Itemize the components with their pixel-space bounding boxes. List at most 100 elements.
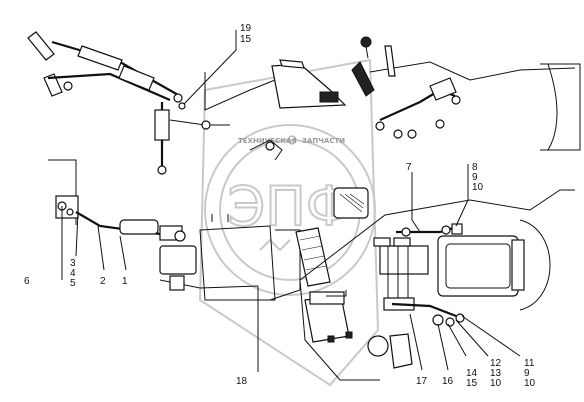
valve-housing	[379, 245, 429, 275]
rod-joint	[173, 93, 183, 103]
callout-10-bottom: 10	[524, 378, 536, 389]
callout-17: 17	[416, 376, 428, 387]
valve-cap-b	[393, 237, 411, 247]
valve-cap-a	[373, 237, 391, 247]
leader-16	[437, 323, 449, 371]
callout-8: 8	[472, 162, 478, 173]
callout-10-top: 10	[472, 182, 484, 193]
rod-cylinder	[118, 65, 155, 91]
callout-9-top: 9	[472, 172, 478, 183]
seat-top	[309, 291, 345, 305]
lever-blade	[384, 45, 396, 77]
leader-14-15	[447, 323, 467, 357]
callout-7: 7	[406, 162, 412, 173]
main-chamber-inner	[445, 243, 511, 289]
linkage-pin-d	[435, 119, 445, 129]
watermark-dot-icon	[287, 135, 297, 145]
link-bottom-pin	[157, 165, 167, 175]
brake-pedal-ribs	[339, 193, 365, 213]
watermark: ЭПФ ТЕХНИЧЕСКАЯ ЗАПЧАСТИ	[198, 58, 380, 387]
cover-bracket	[389, 333, 413, 369]
callout-2: 2	[100, 276, 106, 287]
accelerator-pedal	[295, 227, 331, 287]
round-cover	[367, 335, 389, 357]
callout-19: 19	[240, 23, 252, 34]
seat-bolt-a	[327, 335, 335, 343]
center-control-block	[299, 189, 575, 381]
lever-grip	[43, 73, 63, 97]
callout-15-top: 15	[240, 34, 252, 45]
leader-17	[409, 313, 423, 371]
callout-16: 16	[442, 376, 454, 387]
callout-labels: 19 15 7 8 9 10 6 3 4 5 2 1 18 17 16 14 1…	[24, 23, 536, 389]
servo-unit	[159, 245, 197, 275]
left-pedal-assembly	[48, 139, 369, 301]
bottom-pipe	[391, 302, 457, 318]
lever-knob	[63, 81, 73, 91]
seat-bolt-b	[345, 331, 353, 339]
master-cylinder	[119, 219, 159, 235]
callout-1: 1	[122, 276, 128, 287]
callout-4: 4	[70, 268, 76, 279]
pedal-ribs	[299, 235, 327, 271]
fitting-c	[451, 223, 463, 235]
pedal-pad	[319, 91, 339, 103]
gear-stick	[365, 46, 369, 59]
link-mount	[169, 275, 185, 291]
cab-curve	[547, 63, 558, 151]
gear-knob-icon	[360, 36, 372, 48]
rod-sleeve	[77, 45, 123, 71]
callout-6: 6	[24, 276, 30, 287]
bracket-arm	[169, 119, 230, 126]
lower-rod	[47, 72, 171, 102]
fitting-b	[441, 225, 451, 235]
floor-frame	[199, 225, 276, 301]
pivot-bolt-b	[66, 208, 74, 216]
frame-studs	[211, 214, 229, 222]
linkage-pin-c	[407, 129, 417, 139]
cab-edge-right	[369, 61, 576, 81]
chamber-cap	[511, 239, 525, 291]
seat-lever	[326, 290, 347, 297]
upper-lever-pin	[265, 141, 275, 151]
bracket-plate	[154, 109, 170, 141]
bracket-pin	[201, 120, 211, 130]
watermark-shield	[198, 58, 380, 387]
watermark-caption-right: ЗАПЧАСТИ	[302, 137, 345, 145]
fitting-e	[445, 317, 455, 327]
leader-2	[97, 225, 105, 271]
watermark-logo-text: ЭПФ	[228, 175, 353, 238]
linkage-pin-e	[451, 95, 461, 105]
watermark-ring	[204, 124, 376, 296]
linkage-pin-b	[393, 129, 403, 139]
callout-15-bottom: 15	[466, 378, 478, 389]
callout-3: 3	[70, 258, 76, 269]
leader-7	[411, 172, 421, 233]
cab-frame	[540, 63, 581, 151]
callout-5: 5	[70, 278, 76, 289]
leader-1	[119, 235, 127, 271]
leader-3-4-5	[75, 211, 79, 257]
pedal-top	[279, 59, 305, 69]
watermark-wheat-icon	[259, 238, 291, 252]
callout-12: 12	[490, 358, 502, 369]
gear-boot	[351, 61, 375, 97]
callout-10-mid: 10	[490, 378, 502, 389]
valve-rods	[387, 246, 409, 306]
lever-handle	[27, 31, 55, 61]
main-chamber	[437, 235, 519, 297]
rod-joint-small	[178, 102, 186, 110]
clevis-pin	[174, 230, 186, 242]
top-lever-assembly	[27, 30, 237, 175]
cab-assembly	[204, 36, 581, 151]
upper-lever	[249, 139, 283, 161]
chassis-curve	[519, 219, 551, 311]
fitting-a	[401, 227, 411, 237]
callout-13: 13	[490, 368, 502, 379]
chassis-outline-left	[299, 279, 380, 381]
callout-14: 14	[466, 368, 478, 379]
frame-side	[269, 229, 301, 301]
leader-19-15	[183, 30, 237, 105]
leader-11-9-10	[461, 315, 521, 357]
leader-8-9-10	[455, 164, 469, 227]
